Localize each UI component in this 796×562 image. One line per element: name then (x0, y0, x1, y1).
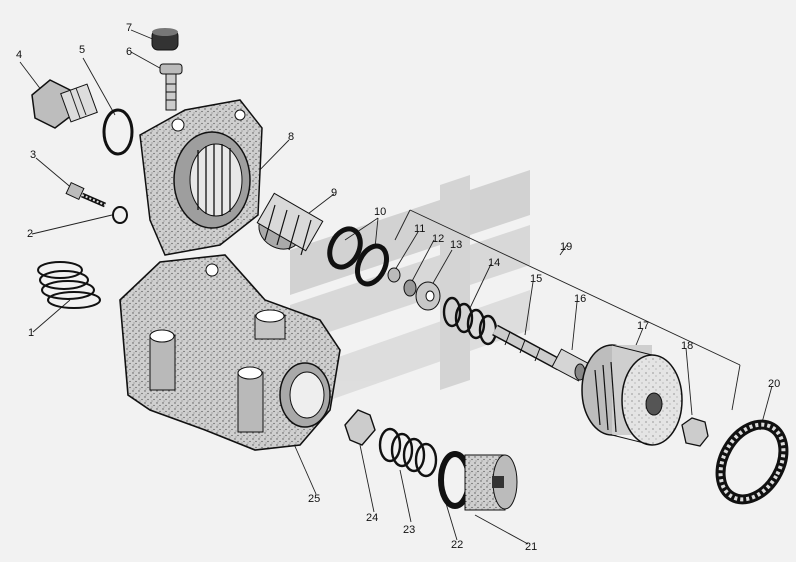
o-ring-part-5 (102, 108, 134, 156)
callout-label-18: 18 (681, 340, 693, 352)
callout-label-9: 9 (331, 187, 337, 199)
callout-label-3: 3 (30, 149, 36, 161)
callout-label-25: 25 (308, 493, 320, 505)
lock-washer-part-24 (344, 409, 376, 446)
callout-label-21: 21 (525, 541, 537, 553)
plunger-part-15 (492, 324, 563, 371)
threaded-plug-part-21 (464, 454, 518, 511)
callout-label-13: 13 (450, 239, 462, 251)
callout-label-24: 24 (366, 512, 378, 524)
ring-part-13 (415, 281, 441, 311)
spring-part-1 (37, 261, 101, 309)
callout-label-7: 7 (126, 22, 132, 34)
callout-label-16: 16 (574, 293, 586, 305)
bushing-part-9 (256, 192, 324, 256)
callout-label-1: 1 (28, 327, 34, 339)
callout-label-12: 12 (432, 233, 444, 245)
small-spring-part-14 (442, 296, 498, 346)
callout-label-5: 5 (79, 44, 85, 56)
callout-label-10: 10 (374, 206, 386, 218)
callout-label-22: 22 (451, 539, 463, 551)
bearing-rings-part-10 (327, 226, 390, 287)
nut-part-18 (681, 417, 709, 447)
callout-label-20: 20 (768, 378, 780, 390)
callout-label-4: 4 (16, 49, 22, 61)
medium-spring-part-23 (378, 427, 438, 478)
cap-part-7 (151, 28, 179, 51)
housing-part-25 (119, 254, 341, 451)
callout-label-14: 14 (488, 257, 500, 269)
callout-label-15: 15 (530, 273, 542, 285)
cover-flange-part-8 (139, 99, 263, 256)
large-ring-part-20 (715, 419, 789, 505)
bolt-part-3 (65, 181, 106, 208)
callout-label-6: 6 (126, 46, 132, 58)
snap-ring-part-2 (112, 206, 128, 224)
sleeve-part-16 (551, 348, 589, 382)
rotor-part-17 (581, 344, 683, 446)
callout-label-11: 11 (414, 223, 425, 235)
callout-label-19: 19 (560, 241, 572, 253)
callout-label-2: 2 (27, 228, 33, 240)
callout-label-8: 8 (288, 131, 294, 143)
washer-part-12 (403, 279, 417, 297)
callout-label-23: 23 (403, 524, 415, 536)
valve-stem-part-6 (159, 63, 183, 111)
callout-label-17: 17 (637, 320, 649, 332)
plug-part-4 (31, 79, 98, 129)
small-nut-part-11 (387, 267, 401, 283)
